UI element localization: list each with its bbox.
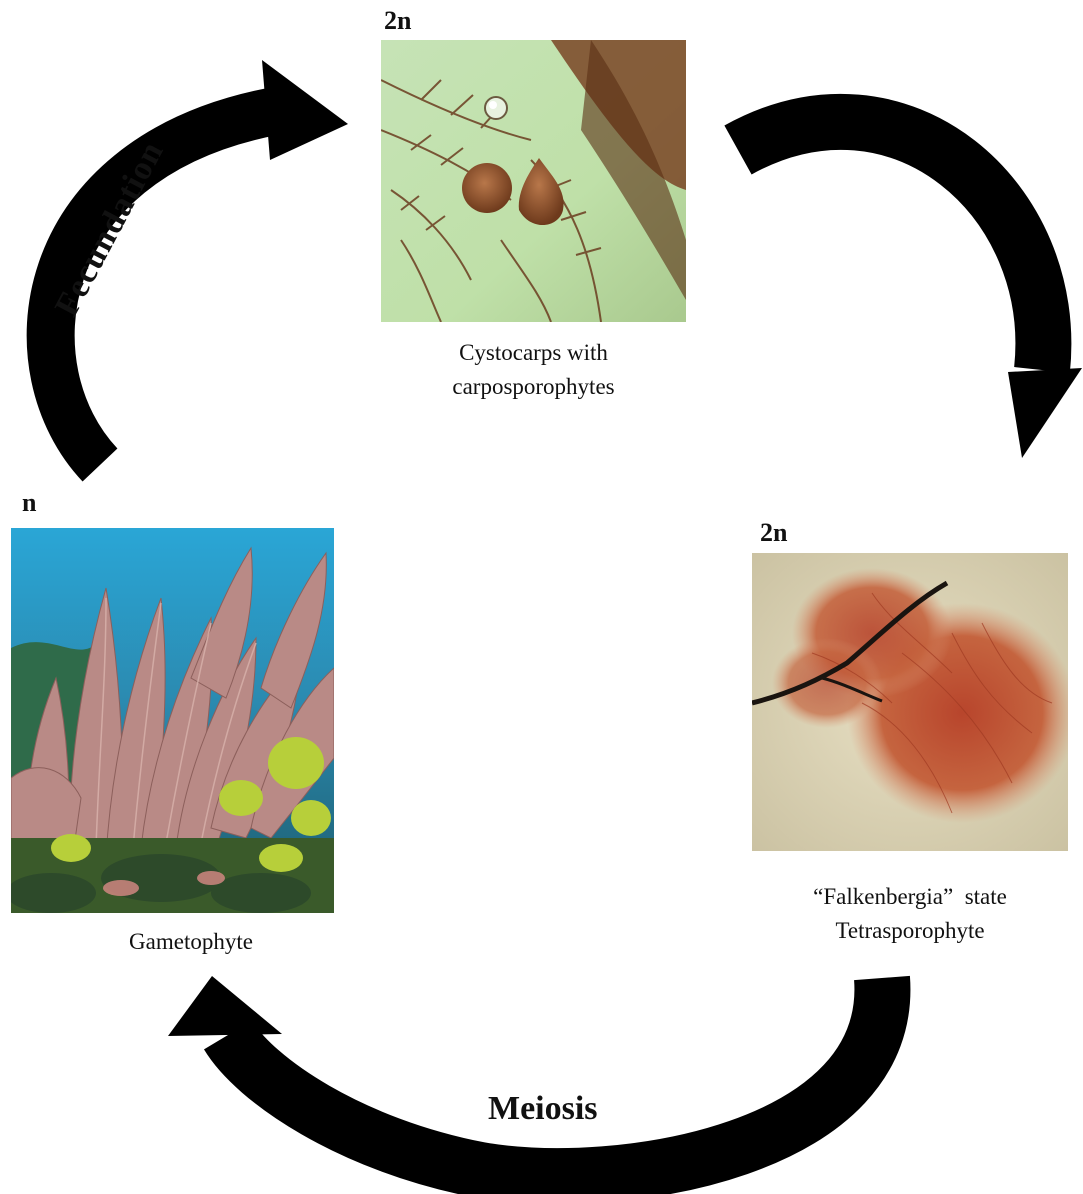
gametophyte-image — [11, 528, 334, 913]
tetrasporophyte-caption-line2: Tetrasporophyte — [750, 914, 1070, 948]
tetrasporophyte-ploidy: 2n — [760, 518, 787, 548]
cystocarp-to-tetrasporophyte-arrow — [738, 122, 1082, 458]
cystocarp-caption: Cystocarps with carposporophytes — [381, 336, 686, 404]
meiosis-label: Meiosis — [488, 1090, 598, 1128]
gametophyte-caption: Gametophyte — [11, 925, 371, 959]
cystocarp-ploidy: 2n — [384, 6, 411, 36]
tetrasporophyte-caption-line1: “Falkenbergia” state — [750, 880, 1070, 914]
cystocarp-image — [381, 40, 686, 322]
tetrasporophyte-image — [752, 553, 1068, 851]
tetrasporophyte-caption: “Falkenbergia” state Tetrasporophyte — [750, 880, 1070, 948]
gametophyte-ploidy: n — [22, 488, 36, 518]
cystocarp-caption-line2: carposporophytes — [381, 370, 686, 404]
meiosis-arrow — [168, 976, 882, 1176]
cystocarp-caption-line1: Cystocarps with — [381, 336, 686, 370]
